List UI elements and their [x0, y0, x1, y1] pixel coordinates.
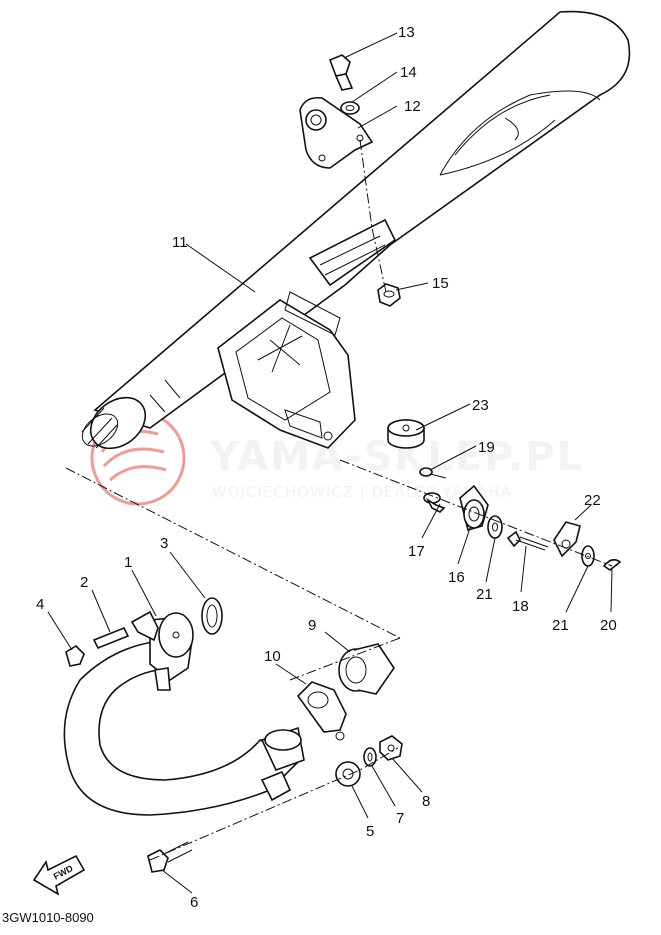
catalog-code: 3GW1010-8090 [2, 910, 94, 925]
label-23: 23 [472, 397, 489, 414]
bolt-18 [506, 530, 549, 551]
part-labels: 13 14 12 11 15 23 19 17 16 21 18 22 21 2… [36, 24, 617, 911]
joint-9 [338, 643, 395, 695]
label-6: 6 [190, 894, 198, 911]
label-13: 13 [398, 24, 415, 41]
label-10: 10 [264, 648, 281, 665]
bolt-6 [147, 841, 193, 873]
washer-14 [340, 101, 360, 115]
gasket-3 [201, 597, 223, 635]
rear-bracket [299, 96, 374, 169]
label-9: 9 [308, 617, 316, 634]
label-17: 17 [408, 543, 425, 560]
damper-16 [459, 484, 489, 531]
label-14: 14 [400, 64, 417, 81]
label-21a: 21 [476, 586, 493, 603]
label-12: 12 [404, 98, 421, 115]
washer-7 [363, 747, 377, 767]
damper-5 [335, 761, 361, 787]
pin-20 [602, 558, 622, 571]
label-19: 19 [478, 439, 495, 456]
exhaust-pipe [63, 610, 305, 816]
washer-21b [581, 545, 595, 567]
nut-8 [379, 735, 403, 761]
collar-17 [423, 492, 446, 513]
bolt-13 [328, 54, 354, 91]
label-15: 15 [432, 275, 449, 292]
bolt-19 [419, 467, 447, 479]
clamp-10 [296, 681, 347, 741]
label-3: 3 [160, 535, 168, 552]
label-2: 2 [80, 574, 88, 591]
label-20: 20 [600, 617, 617, 634]
label-4: 4 [36, 596, 44, 613]
stud-2 [92, 626, 130, 650]
label-16: 16 [448, 569, 465, 586]
muffler [81, 10, 631, 450]
label-22: 22 [584, 492, 601, 509]
label-5: 5 [366, 823, 374, 840]
stay-22 [553, 521, 581, 558]
washer-21a [487, 515, 503, 539]
label-8: 8 [422, 793, 430, 810]
nut-15 [377, 283, 401, 307]
label-1: 1 [124, 554, 132, 571]
leader-lines [47, 32, 613, 894]
label-11: 11 [172, 234, 188, 251]
label-21b: 21 [552, 617, 569, 634]
label-18: 18 [512, 598, 529, 615]
forward-arrow-icon: FWD [32, 854, 86, 896]
nut-4 [65, 644, 85, 667]
label-7: 7 [396, 810, 404, 827]
damper-23 [387, 419, 425, 449]
